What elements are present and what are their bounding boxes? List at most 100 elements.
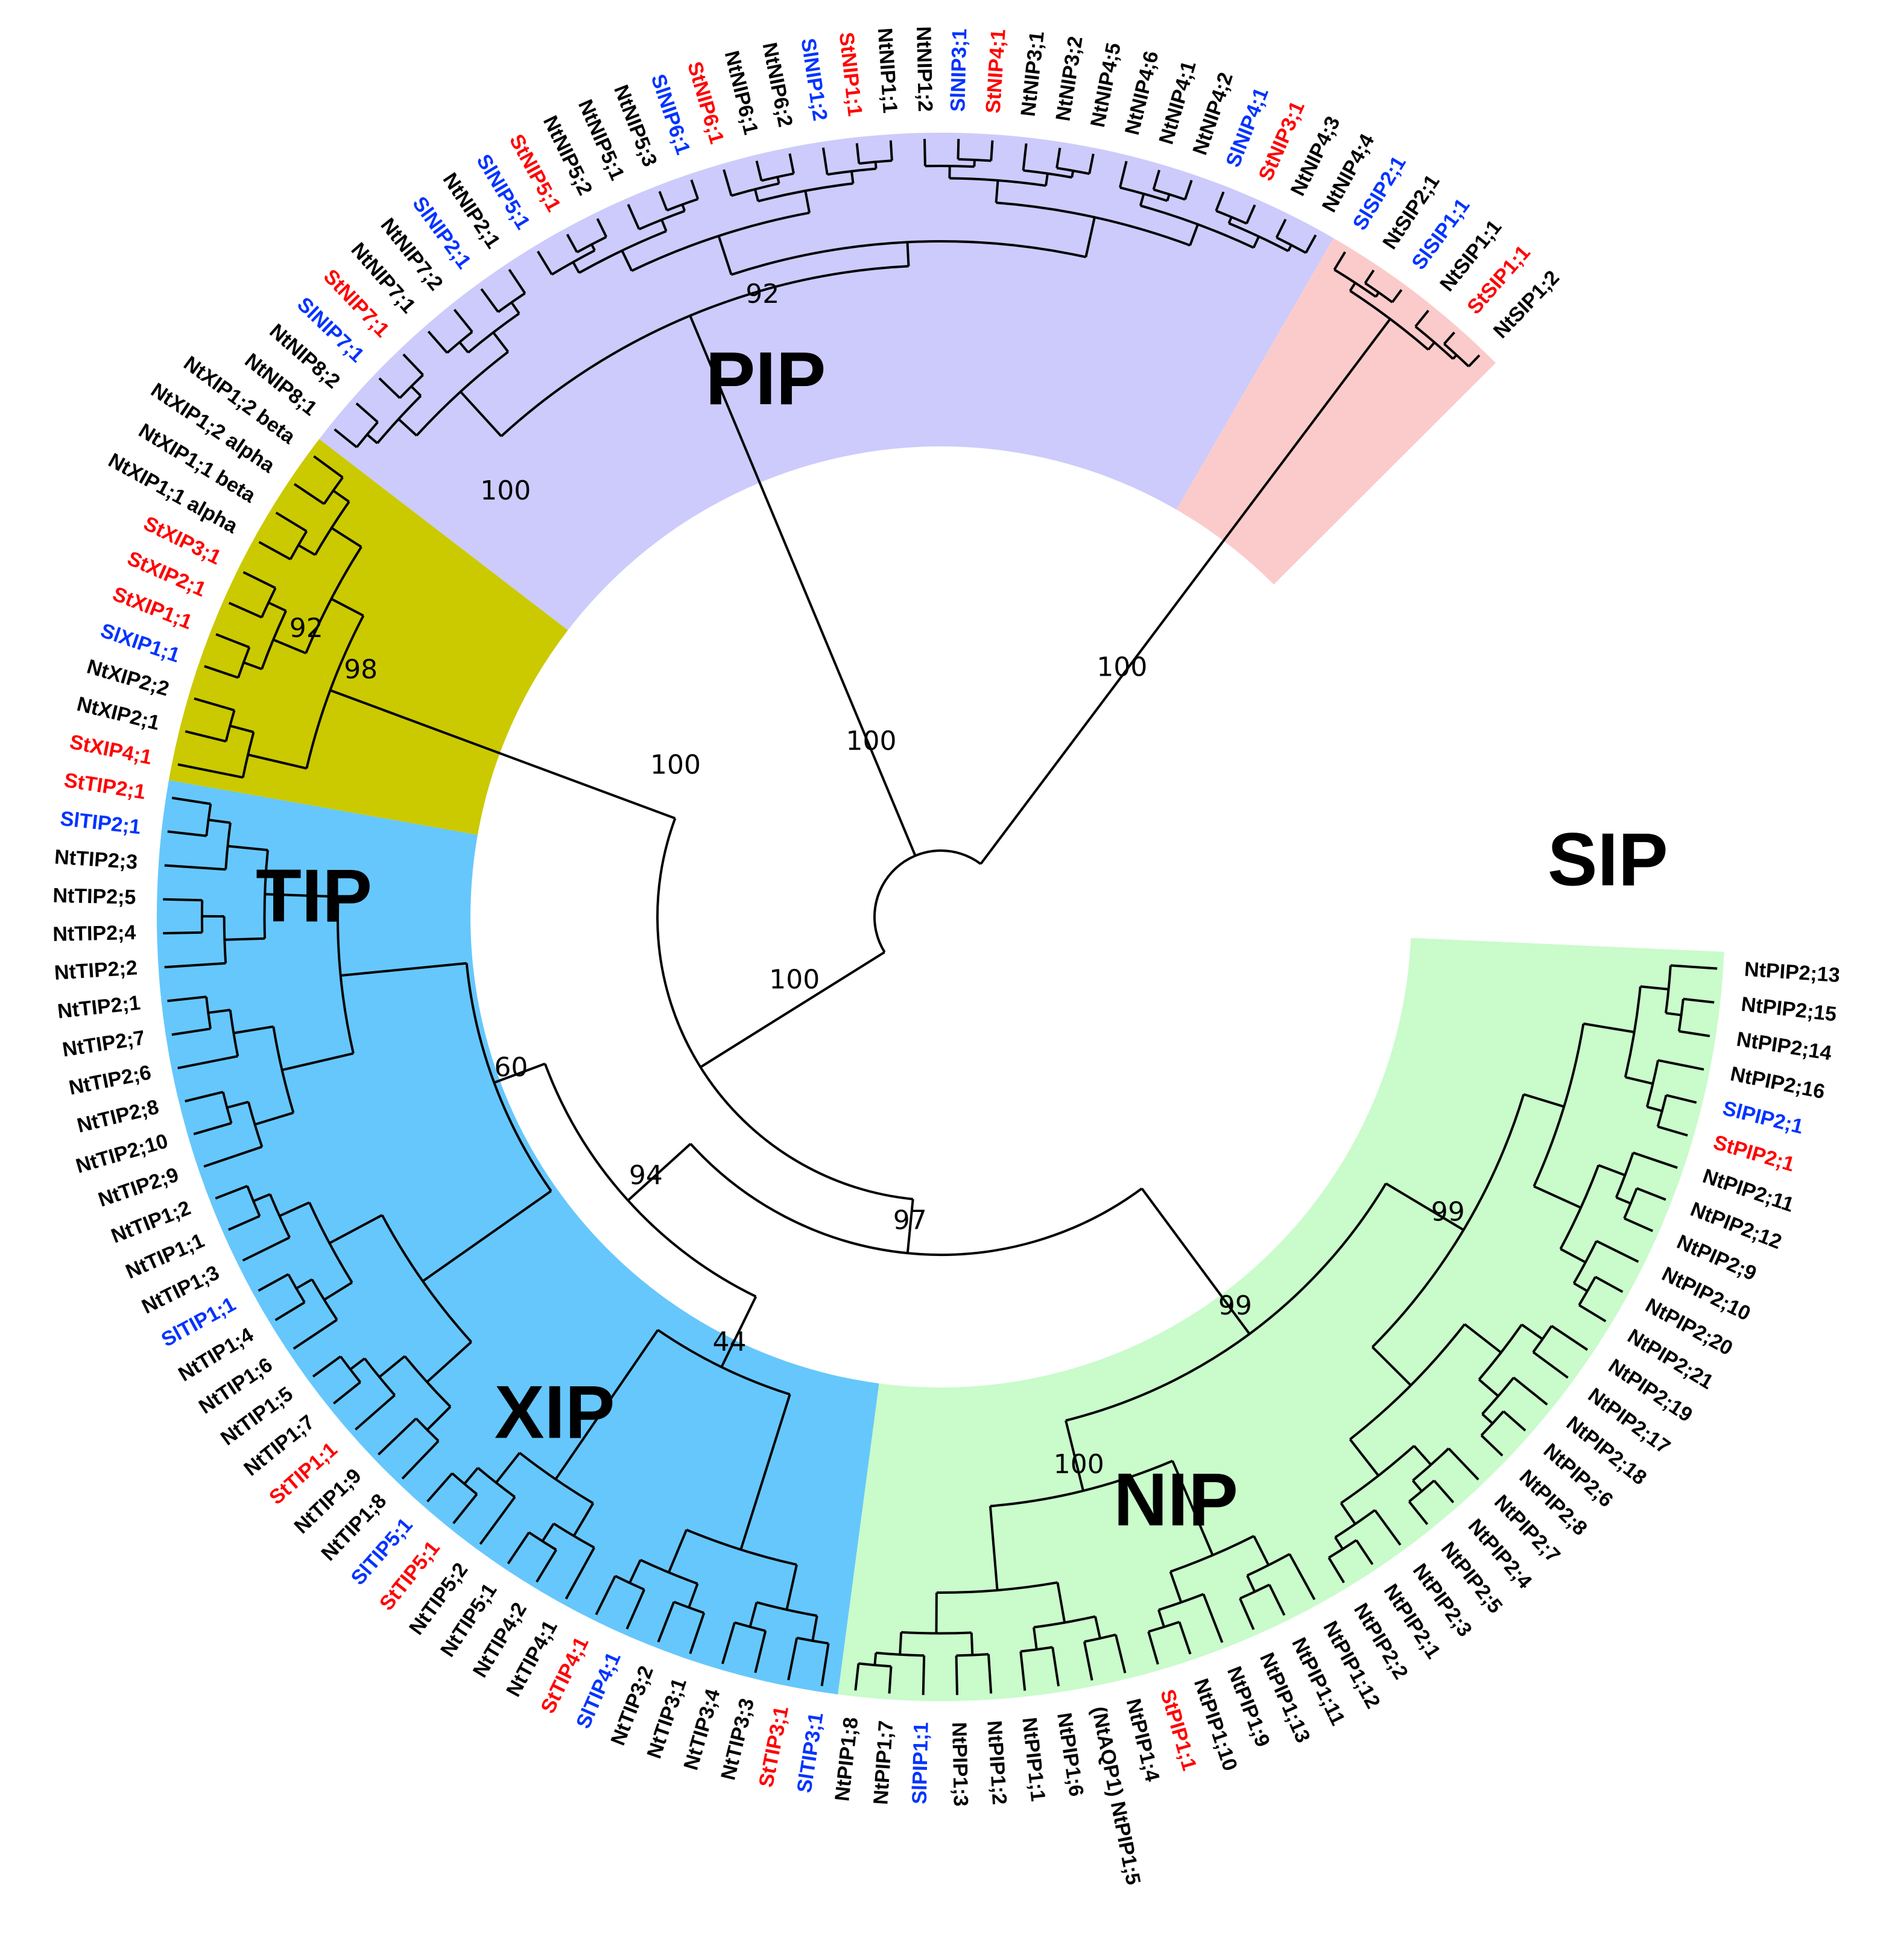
branch-arc xyxy=(1645,1060,1659,1108)
branch xyxy=(566,233,578,253)
branch xyxy=(906,1199,914,1254)
branch xyxy=(1333,251,1346,271)
bootstrap-nip_main: 100 xyxy=(480,475,531,506)
branch xyxy=(422,1190,552,1283)
branch-arc xyxy=(730,240,1086,276)
leaf-label: NtNIP4;6 xyxy=(1121,49,1163,138)
branch xyxy=(957,139,960,160)
branch-arc xyxy=(1140,204,1254,249)
branch xyxy=(349,1357,365,1371)
branch-arc xyxy=(272,1026,295,1114)
branch-arc xyxy=(1364,282,1393,303)
bootstrap-tip_pip: 97 xyxy=(893,1205,927,1236)
branch xyxy=(1523,1093,1564,1108)
branch xyxy=(185,730,227,743)
branch xyxy=(1683,997,1715,1004)
branch xyxy=(279,1201,310,1217)
leaf-label: NtNIP1;1 xyxy=(873,27,902,114)
branch-arc xyxy=(666,198,698,212)
leaf-label: SlPIP2;1 xyxy=(1720,1097,1805,1138)
branch xyxy=(313,455,344,479)
branch xyxy=(873,1652,878,1666)
branch xyxy=(507,1532,530,1565)
branch xyxy=(1349,282,1356,292)
branch xyxy=(401,1440,440,1480)
branch xyxy=(855,143,861,164)
branch-arc xyxy=(308,1202,353,1283)
branch xyxy=(1189,224,1199,246)
leaf-label: NtTIP2;7 xyxy=(61,1026,147,1061)
clade-label-xip: XIP xyxy=(495,1371,615,1454)
branch-arc xyxy=(1033,1615,1096,1629)
branch xyxy=(1625,1076,1654,1085)
branch-arc xyxy=(673,1600,704,1614)
branch xyxy=(657,1601,675,1643)
leaf-label: SlTIP2;1 xyxy=(59,807,142,839)
branch xyxy=(274,1301,306,1322)
branch-arc xyxy=(1020,1646,1053,1653)
branch xyxy=(329,1214,383,1245)
leaf-label: NtTIP2;8 xyxy=(75,1096,161,1138)
branch xyxy=(821,147,829,175)
branch xyxy=(1084,217,1096,258)
branch xyxy=(1253,1535,1270,1566)
branch xyxy=(1411,1479,1423,1492)
branch-arc xyxy=(416,350,509,437)
leaf-label: NtNIP1;2 xyxy=(912,26,937,112)
branch xyxy=(595,1575,616,1616)
branch xyxy=(227,1214,261,1231)
branch xyxy=(226,1100,249,1109)
branch xyxy=(171,796,211,805)
branch-arc xyxy=(734,1621,766,1632)
branch xyxy=(1478,1378,1499,1397)
branch xyxy=(755,160,763,181)
branch-arc xyxy=(500,265,909,437)
branch-arc xyxy=(578,230,667,274)
branch xyxy=(164,962,226,969)
branch xyxy=(1056,1582,1066,1623)
branch xyxy=(1533,1185,1582,1209)
branch-arc xyxy=(237,647,251,679)
branch-arc xyxy=(1623,1188,1638,1219)
branch xyxy=(1055,147,1061,168)
bootstrap-tip_a: 60 xyxy=(494,1052,528,1083)
branch xyxy=(215,633,250,649)
branch xyxy=(1665,1012,1681,1016)
leaf-label: NtTIP2;4 xyxy=(52,921,136,946)
branch xyxy=(242,1236,291,1262)
leaf-label: NtPIP1;3 xyxy=(948,1722,972,1807)
branch xyxy=(340,962,467,977)
branch xyxy=(193,1121,232,1135)
branch xyxy=(1355,1539,1374,1565)
branch xyxy=(323,1281,353,1301)
branch xyxy=(273,638,306,655)
branch-arc xyxy=(901,1631,972,1635)
leaf-label: NtTIP2;2 xyxy=(54,956,138,985)
leaf-label: NtTIP2;6 xyxy=(67,1061,153,1100)
branch xyxy=(1275,218,1287,238)
branch xyxy=(660,219,668,232)
leaf-label: StPIP1;1 xyxy=(1156,1687,1201,1773)
branch xyxy=(1408,1500,1429,1526)
branch-arc xyxy=(858,1662,891,1668)
branch xyxy=(1246,1575,1256,1593)
leaf-label: NtXIP2;1 xyxy=(75,693,162,735)
branch-arc xyxy=(1478,1324,1523,1381)
branch xyxy=(1088,153,1095,174)
branch-arc xyxy=(224,822,232,870)
branch xyxy=(1560,1248,1586,1264)
branch xyxy=(658,191,668,211)
branch xyxy=(1616,1196,1631,1205)
branch xyxy=(572,261,580,274)
branch-arc xyxy=(528,1531,557,1551)
branch xyxy=(1578,1304,1607,1322)
branch xyxy=(1268,1584,1286,1616)
branch xyxy=(1157,1609,1165,1628)
branch xyxy=(990,140,994,161)
branch xyxy=(785,1564,798,1610)
branch xyxy=(493,1062,546,1084)
leaf-label: NtPIP2;13 xyxy=(1744,958,1841,987)
branch xyxy=(748,1602,758,1628)
branch xyxy=(426,1341,472,1383)
